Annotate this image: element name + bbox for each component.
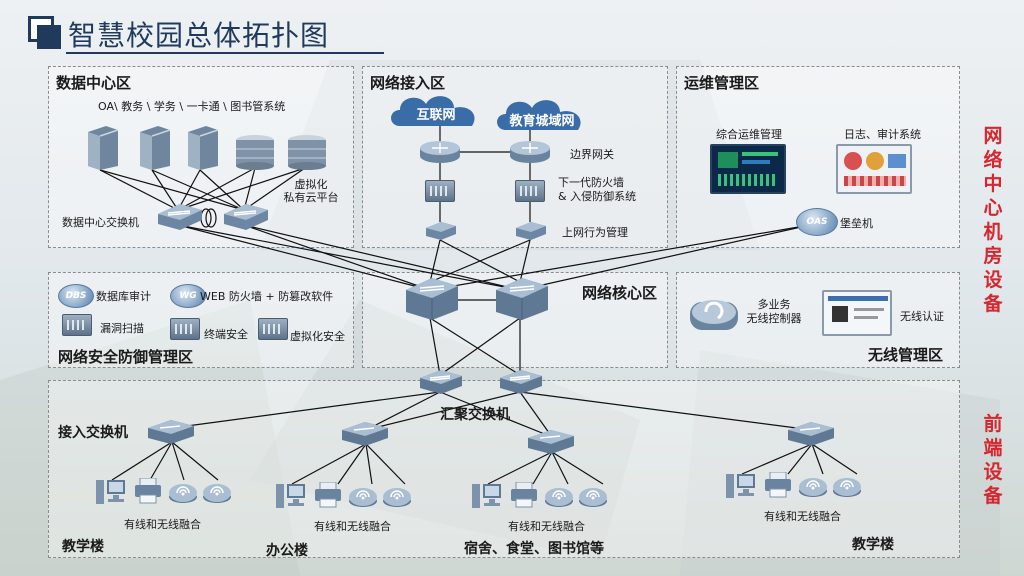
access-switch-icon — [788, 422, 834, 446]
endpoint-security-label: 终端安全 — [204, 328, 248, 341]
virt-security-label: 虚拟化安全 — [290, 330, 345, 343]
dc-switch-icon — [224, 204, 268, 230]
fusion-label: 有线和无线融合 — [508, 520, 585, 533]
building-label: 教学楼 — [852, 537, 894, 553]
aggregation-switch-icon — [420, 370, 462, 394]
dc-switch-icon — [158, 204, 202, 230]
computer-icon — [276, 482, 306, 514]
zone-wireless-title: 无线管理区 — [868, 346, 944, 364]
server-icon — [188, 126, 219, 170]
dc-systems-label: OA\ 教务 \ 学务 \ 一卡通 \ 图书管系统 — [98, 100, 286, 113]
wireless-auth-screen — [822, 290, 892, 336]
log-audit-screen — [836, 144, 912, 194]
zone-security-title: 网络安全防御管理区 — [58, 348, 194, 366]
wireless-ap-icon — [544, 482, 574, 512]
printer-icon — [314, 481, 342, 512]
edu-network-cloud-icon — [497, 100, 581, 130]
internet-cloud-icon — [391, 96, 475, 126]
access-switch-icon — [148, 420, 194, 444]
computer-icon — [726, 472, 756, 504]
dc-virtual-cloud-label: 虚拟化 私有云平台 — [283, 178, 339, 204]
waf-label: WEB 防火墙 + 防篡改软件 — [200, 290, 334, 303]
printer-icon — [134, 477, 162, 508]
log-audit-label: 日志、审计系统 — [844, 128, 921, 141]
zone-core-title: 网络核心区 — [582, 284, 658, 302]
behavior-mgmt-icon — [426, 222, 456, 240]
ops-dashboard-screen — [710, 144, 786, 194]
edu-network-label: 教育城域网 — [509, 114, 575, 129]
internet-label: 互联网 — [416, 108, 456, 123]
border-router-icon — [510, 141, 550, 163]
endpoint-security-icon — [170, 318, 200, 340]
page-title: 智慧校园总体拓扑图 — [68, 19, 330, 52]
computer-icon — [472, 482, 502, 514]
fusion-label: 有线和无线融合 — [124, 518, 201, 531]
vuln-scan-icon — [62, 314, 92, 336]
access-switch-icon — [342, 422, 388, 446]
access-switch-label: 接入交换机 — [58, 425, 128, 441]
integrated-ops-label: 综合运维管理 — [716, 128, 782, 141]
behavior-mgmt-label: 上网行为管理 — [562, 226, 628, 239]
border-gateway-label: 边界网关 — [570, 148, 614, 161]
building-label: 宿舍、食堂、图书馆等 — [464, 541, 604, 557]
side-label-center: 网络中心机房设备 — [983, 125, 1003, 315]
aggregation-switch-icon — [500, 370, 542, 394]
access-switch-icon — [528, 430, 574, 454]
building-label: 办公楼 — [266, 543, 308, 559]
wireless-controller-icon — [690, 300, 738, 330]
behavior-mgmt-icon — [516, 222, 546, 240]
building-label: 教学楼 — [62, 539, 104, 555]
db-audit-label: 数据库审计 — [96, 290, 151, 303]
server-icon — [140, 126, 171, 170]
border-router-icon — [420, 141, 460, 163]
aggregation-switch-label: 汇聚交换机 — [440, 407, 510, 423]
dbs-badge-icon: DBS — [58, 284, 94, 308]
core-switch-icon — [406, 278, 458, 320]
computer-icon — [96, 478, 126, 510]
wireless-ap-icon — [202, 478, 232, 508]
bastion-label: 堡垒机 — [840, 217, 873, 230]
ngfw-ips-label: 下一代防火墙 & 入侵防御系统 — [558, 176, 637, 203]
fusion-label: 有线和无线融合 — [314, 520, 391, 533]
zone-front — [48, 380, 960, 558]
server-icon — [88, 126, 119, 170]
core-switch-icon — [496, 278, 548, 320]
wireless-ap-icon — [798, 472, 828, 502]
virt-security-icon — [258, 318, 288, 340]
wireless-controller-label: 多业务 无线控制器 — [746, 298, 802, 325]
wireless-auth-label: 无线认证 — [900, 310, 944, 323]
dc-switch-label: 数据中心交换机 — [62, 216, 139, 229]
zone-access-net-title: 网络接入区 — [370, 74, 446, 92]
wireless-ap-icon — [578, 482, 608, 512]
fusion-label: 有线和无线融合 — [764, 510, 841, 523]
oas-badge-icon: OAS — [796, 208, 838, 236]
wireless-ap-icon — [832, 472, 862, 502]
storage-array-icon — [288, 135, 326, 170]
printer-icon — [510, 481, 538, 512]
wireless-ap-icon — [168, 478, 198, 508]
wireless-ap-icon — [382, 482, 412, 512]
side-label-front: 前端设备 — [983, 413, 1003, 507]
printer-icon — [764, 471, 792, 502]
title-underline — [66, 52, 384, 54]
vuln-scan-label: 漏洞扫描 — [100, 322, 144, 335]
storage-array-icon — [236, 135, 274, 170]
zone-ops-title: 运维管理区 — [684, 74, 760, 92]
zone-data-center-title: 数据中心区 — [56, 74, 132, 92]
firewall-icon — [515, 180, 545, 202]
title-square-icon — [28, 16, 62, 50]
wg-badge-icon: WG — [170, 284, 206, 308]
wireless-ap-icon — [348, 482, 378, 512]
firewall-icon — [425, 180, 455, 202]
